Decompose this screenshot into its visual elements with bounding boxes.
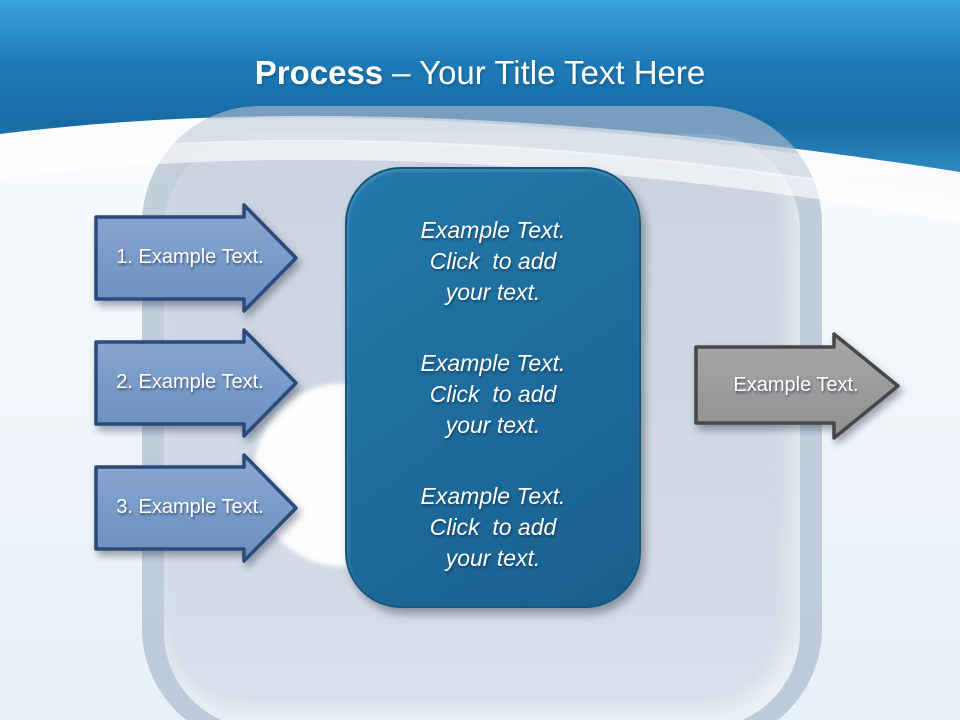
center-text-content: Example Text. Click to add your text. Ex… xyxy=(347,169,639,574)
page-title: Process– Your Title Text Here xyxy=(0,50,960,96)
text-line: Example Text. xyxy=(420,350,566,376)
output-arrow-shape xyxy=(694,332,900,440)
text-line: your text. xyxy=(445,412,541,438)
text-line: Click to add xyxy=(429,514,557,540)
text-line: Example Text. xyxy=(420,483,566,509)
process-arrow-1-label: 1. Example Text. xyxy=(116,246,264,268)
center-text-box[interactable]: Example Text. Click to add your text. Ex… xyxy=(345,167,641,608)
process-arrow-3-label: 3. Example Text. xyxy=(116,496,264,518)
process-arrow-3[interactable]: 3. Example Text. xyxy=(94,453,298,563)
text-line: Example Text. xyxy=(420,217,566,243)
text-group-1: Example Text. Click to add your text. xyxy=(347,215,639,308)
text-group-2: Example Text. Click to add your text. xyxy=(347,348,639,441)
process-arrow-2-shape xyxy=(94,328,298,438)
process-arrow-3-shape xyxy=(94,453,298,563)
text-group-3: Example Text. Click to add your text. xyxy=(347,481,639,574)
output-arrow[interactable]: Example Text. xyxy=(694,332,902,440)
header-arc-lower xyxy=(0,139,960,223)
text-line: your text. xyxy=(445,545,541,571)
process-arrow-2[interactable]: 2. Example Text. xyxy=(94,328,298,438)
text-line: Click to add xyxy=(429,381,557,407)
text-line: Click to add xyxy=(429,248,557,274)
header-arcs xyxy=(0,117,960,223)
title-bold-part: Process xyxy=(254,54,384,91)
text-line: your text. xyxy=(445,279,541,305)
header-arc-upper xyxy=(0,117,960,203)
process-arrow-1[interactable]: 1. Example Text. xyxy=(94,203,298,313)
output-arrow-label: Example Text. xyxy=(733,374,859,396)
process-arrow-2-label: 2. Example Text. xyxy=(116,371,264,393)
process-arrow-1-shape xyxy=(94,203,298,313)
title-rest-part: – Your Title Text Here xyxy=(392,54,706,91)
